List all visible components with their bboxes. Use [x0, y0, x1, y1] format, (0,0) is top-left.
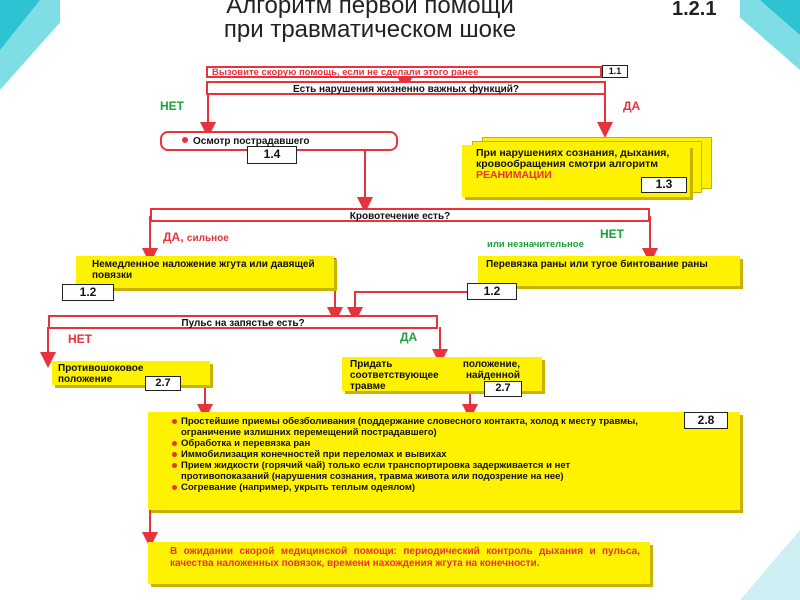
care-item: Прием жидкости (горячий чай) только если…: [172, 460, 642, 482]
vital-no-label: НЕТ: [160, 99, 184, 113]
title-code: 1.2.1: [672, 0, 717, 20]
pulse-question: Пульс на запястье есть?: [48, 315, 438, 329]
care-item: Иммобилизация конечностей при переломах …: [172, 449, 642, 460]
tourniquet-text: Немедленное наложение жгута или давящей …: [92, 259, 315, 281]
reanim-text: При нарушениях сознания, дыхания, кровоо…: [476, 147, 670, 170]
position-text: Придать положение, соответствующее найде…: [350, 359, 520, 392]
bullet-icon: [172, 419, 177, 424]
care-item-text: Согревание (например, укрыть теплым одея…: [181, 482, 416, 493]
antishock-code: 2.7: [145, 376, 181, 391]
title-line-1: Алгоритм первой помощи: [226, 0, 514, 19]
exam-text: Осмотр пострадавшего: [193, 136, 310, 147]
call-ambulance-box: Вызовите скорую помощь, если не сделали …: [206, 66, 602, 78]
bleed-no-label: НЕТ: [600, 227, 624, 241]
care-item-text: Обработка и перевязка ран: [181, 438, 311, 449]
bleed-yes-sub: сильное: [186, 233, 229, 244]
care-item-text: Иммобилизация конечностей при переломах …: [181, 449, 447, 460]
tourniquet-box: Немедленное наложение жгута или давящей …: [76, 256, 334, 288]
bullet-icon: [172, 452, 177, 457]
waiting-box: В ожидании скорой медицинской помощи: пе…: [148, 542, 650, 584]
care-item: Обработка и перевязка ран: [172, 438, 642, 449]
bleeding-text: Кровотечение есть?: [349, 211, 451, 222]
pulse-text: Пульс на запястье есть?: [181, 318, 305, 329]
bleed-yes-main: ДА,: [163, 230, 184, 244]
bandage-code: 1.2: [467, 283, 517, 300]
vital-functions-text: Есть нарушения жизненно важных функций?: [292, 84, 520, 95]
reanim-code: 1.3: [641, 177, 687, 193]
pulse-no-label: НЕТ: [68, 332, 92, 346]
bandage-text: Перевязка раны или тугое бинтование раны: [486, 259, 708, 270]
position-code: 2.7: [484, 381, 522, 397]
bandage-box: Перевязка раны или тугое бинтование раны: [478, 256, 740, 286]
care-item-text: Простейшие приемы обезболивания (поддерж…: [181, 416, 638, 438]
waiting-text: В ожидании скорой медицинской помощи: пе…: [170, 546, 640, 569]
page-title: Алгоритм первой помощи при травматическо…: [150, 0, 590, 42]
antishock-box: Противошоковое положение: [52, 361, 210, 385]
reanim-box: При нарушениях сознания, дыхания, кровоо…: [462, 145, 690, 197]
bleeding-question: Кровотечение есть?: [150, 208, 650, 222]
vital-yes-label: ДА: [623, 99, 641, 113]
bleed-yes-label: ДА, сильное: [163, 230, 229, 244]
care-item: Простейшие приемы обезболивания (поддерж…: [172, 416, 642, 438]
title-line-2: при травматическом шоке: [223, 16, 517, 43]
call-code: 1.1: [602, 65, 628, 78]
call-ambulance-text: Вызовите скорую помощь, если не сделали …: [212, 67, 479, 78]
bullet-icon: [172, 463, 177, 468]
bullet-icon: [172, 485, 177, 490]
vital-functions-question: Есть нарушения жизненно важных функций?: [206, 81, 606, 95]
bullet-icon: [182, 137, 188, 143]
antishock-text: Противошоковое положение: [58, 363, 144, 385]
care-code: 2.8: [684, 412, 728, 429]
care-item: Согревание (например, укрыть теплым одея…: [172, 482, 642, 493]
bleed-no-sub: или незначительное: [487, 239, 584, 250]
pulse-yes-label: ДА: [400, 330, 418, 344]
reanim-emphasis: РЕАНИМАЦИИ: [476, 169, 552, 181]
tourniquet-code: 1.2: [62, 284, 114, 301]
exam-code: 1.4: [247, 146, 297, 164]
care-item-text: Прием жидкости (горячий чай) только если…: [181, 460, 571, 482]
care-list: Простейшие приемы обезболивания (поддерж…: [172, 416, 642, 493]
bullet-icon: [172, 441, 177, 446]
care-box: Простейшие приемы обезболивания (поддерж…: [148, 412, 740, 510]
